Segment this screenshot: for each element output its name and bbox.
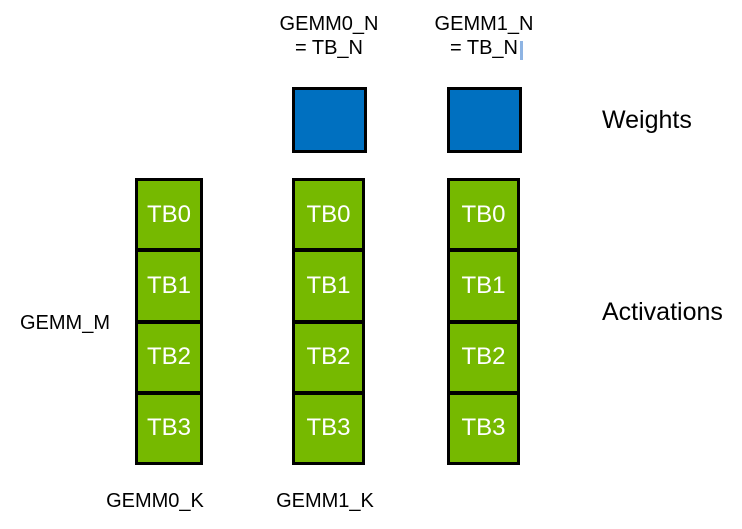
gemm1-n-label: GEMM1_N = TB_N <box>384 12 584 60</box>
activations-legend-label: Activations <box>602 298 723 326</box>
gemm0-n-line1: GEMM0_N <box>279 13 379 35</box>
activation-column-2: TB0 TB1 TB2 TB3 <box>292 178 365 465</box>
gemm1-k-label: GEMM1_K <box>276 490 374 512</box>
gemm1-n-line1: GEMM1_N <box>434 13 534 35</box>
activation-column-3: TB0 TB1 TB2 TB3 <box>447 178 520 465</box>
weight-tile-gemm0 <box>292 87 367 153</box>
tb-block: TB1 <box>295 248 362 320</box>
tb-block: TB0 <box>295 181 362 249</box>
tb-block: TB0 <box>138 181 200 249</box>
weights-legend-label: Weights <box>602 106 692 134</box>
gemm1-n-line2: = TB_N <box>450 37 518 59</box>
gemm0-k-label: GEMM0_K <box>106 490 204 512</box>
gemm-m-label: GEMM_M <box>20 312 110 334</box>
gemm0-n-label: GEMM0_N = TB_N <box>229 12 429 60</box>
gemm0-n-line2: = TB_N <box>295 37 363 59</box>
tb-block: TB3 <box>295 390 362 462</box>
activation-column-1: TB0 TB1 TB2 TB3 <box>135 178 203 465</box>
weight-tile-gemm1 <box>447 87 522 153</box>
tb-block: TB1 <box>450 248 517 320</box>
tb-block: TB1 <box>138 248 200 320</box>
tb-block: TB2 <box>450 319 517 391</box>
tb-block: TB2 <box>295 319 362 391</box>
tb-block: TB0 <box>450 181 517 249</box>
text-caret <box>520 41 523 60</box>
tb-block: TB3 <box>138 390 200 462</box>
tb-block: TB3 <box>450 390 517 462</box>
tb-block: TB2 <box>138 319 200 391</box>
